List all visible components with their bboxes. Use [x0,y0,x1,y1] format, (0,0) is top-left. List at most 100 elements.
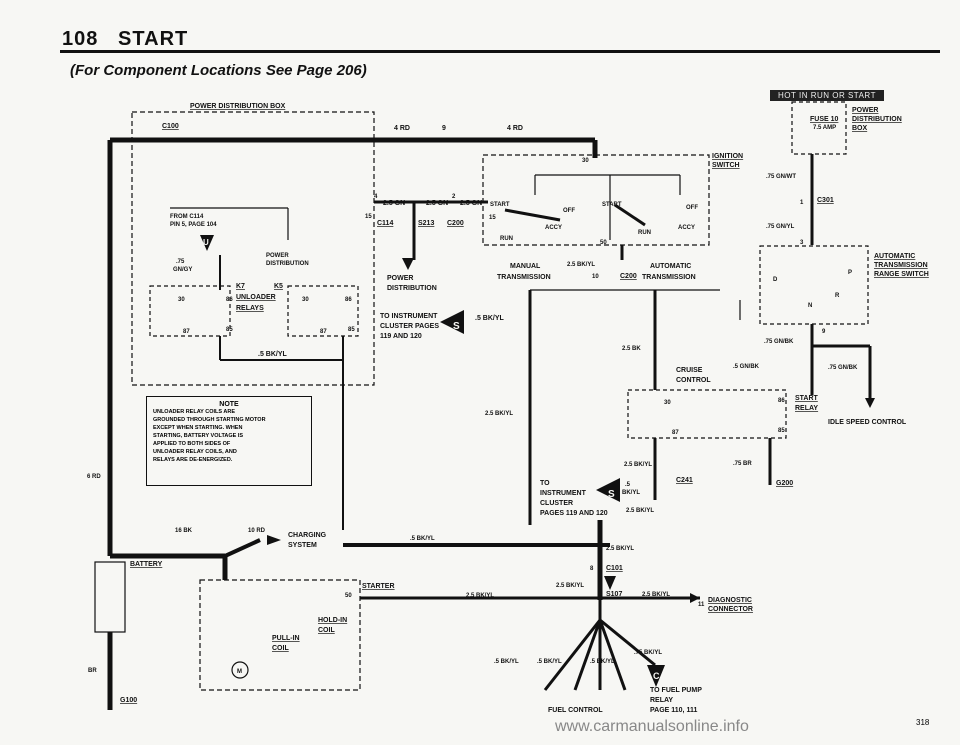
label-cruise: CRUISE [676,367,703,374]
label-gngy: GN/GY [173,267,192,273]
label-transmission-auto: TRANSMISSION [642,274,696,281]
label-s107: S107 [606,591,622,598]
pin-30a: 30 [178,297,185,303]
note-line: EXCEPT WHEN STARTING. WHEN [153,425,243,431]
label-page-110: PAGE 110, 111 [650,707,697,714]
label-control: CONTROL [676,377,711,384]
pin-85c: 85 [778,428,785,434]
label-5bkyl: .5 BK/YL [475,315,505,322]
pin-3: 3 [800,240,804,246]
label-off-right: OFF [686,205,698,211]
label-to-fuel-pump: TO FUEL PUMP [650,687,702,694]
pos-n: N [808,303,812,309]
label-from-c114: FROM C114 [170,214,204,220]
battery-symbol [94,561,126,633]
label-5gnbk: .5 GN/BK [733,364,760,370]
arrow-u-c114 [200,235,214,251]
label-25bkyl-c241: 2.5 BK/YL [626,508,654,514]
label-c200: C200 [447,220,464,227]
page-header [0,0,960,58]
pin-85b: 85 [348,327,355,333]
label-idle-speed: IDLE SPEED CONTROL [828,419,907,426]
label-c241: C241 [676,477,693,484]
label-transmission-manual: TRANSMISSION [497,274,551,281]
label-25bkyl-manual: 2.5 BK/YL [567,262,595,268]
label-start-left: START [490,202,510,208]
label-power-right: POWER [852,107,878,114]
pos-r: R [835,293,840,299]
pin-86b: 86 [345,297,352,303]
page-reference: 318 [916,718,930,727]
label-75gnwt: .75 GN/WT [766,174,796,180]
label-k7: K7 [236,283,245,290]
label-75br: .75 BR [733,461,752,467]
label-75: .75 [176,259,185,265]
label-automatic-right: AUTOMATIC [874,253,915,260]
label-box-right: BOX [852,125,868,132]
label-pull-in: PULL-IN [272,635,300,642]
label-25bkyl-c101: 2.5 BK/YL [556,583,584,589]
label-25gn-b: 2.5 GN [426,200,448,207]
pin-15-ign: 15 [489,215,496,221]
label-range-switch: RANGE SWITCH [874,271,929,278]
label-25gn-c: 2.5 GN [460,200,482,207]
label-bkyl-b: BK/YL [622,490,640,496]
label-75amp: 7.5 AMP [813,125,836,131]
note-line: UNLOADER RELAY COILS ARE [153,409,236,415]
label-c114: C114 [377,220,393,227]
pos-p: P [848,270,852,276]
label-5: .5 [625,482,631,488]
label-5bkyl-f1: .5 BK/YL [494,659,519,665]
arrow-s-cluster [596,478,620,502]
label-battery: BATTERY [130,561,163,568]
label-system: SYSTEM [288,542,317,549]
label-pin-page: PIN 5, PAGE 104 [170,222,217,228]
label-75gnyl: .75 GN/YL [766,224,795,230]
pin-87a: 87 [183,329,190,335]
label-25bkyl-left: 2.5 BK/YL [485,411,513,417]
label-25bkyl-dc: 2.5 BK/YL [642,592,670,598]
starter-outline [199,579,361,691]
label-g200: G200 [776,480,793,487]
label-start-right: START [602,202,622,208]
pin-9r: 9 [822,329,826,335]
label-c100: C100 [162,123,179,130]
label-run-right: RUN [638,230,651,236]
label-transmission-right: TRANSMISSION [874,262,928,269]
label-to-instrument: TO INSTRUMENT [380,313,438,320]
starter-motor-symbol [231,661,249,679]
power-distribution-box-right [791,101,847,155]
pin-30-ign: 30 [582,158,589,164]
label-5bkyl-bottom: .5 BK/YL [410,536,435,542]
label-75gnbk-a: .75 GN/BK [764,339,794,345]
label-off-left: OFF [563,208,575,214]
note-title: NOTE [219,401,239,408]
watermark: www.carmanualsonline.info [555,718,749,735]
page-title: 108 START [62,28,189,50]
note-line: RELAYS ARE DE-ENERGIZED. [153,457,233,463]
label-5bkyl-f3: .5 BK/YL [590,659,615,665]
label-25bkyl-starter: 2.5 BK/YL [466,593,494,599]
label-fuse10: FUSE 10 [810,116,839,123]
label-cluster: CLUSTER [540,500,573,507]
note-line: APPLIED TO BOTH SIDES OF [153,441,231,447]
label-c301: C301 [817,197,834,204]
label-start-relay: START [795,395,819,402]
label-distribution: DISTRIBUTION [387,285,437,292]
label-coil-b: COIL [272,645,289,652]
label-pin9: 9 [442,125,446,132]
label-power-inner: POWER [266,253,289,259]
note-line: GROUNDED THROUGH STARTING MOTOR [153,417,266,423]
label-hold-in: HOLD-IN [318,617,347,624]
label-s213: S213 [418,220,434,227]
pin-50s: 50 [345,593,352,599]
label-ignition: IGNITION [712,153,743,160]
label-br: BR [88,668,97,674]
label-starter: STARTER [362,583,395,590]
label-cluster-pages: CLUSTER PAGES [380,323,439,330]
label-accy-right: ACCY [678,225,695,231]
label-distribution-right: DISTRIBUTION [852,116,902,123]
pin-87b: 87 [320,329,327,335]
relay-k7-outline [149,285,231,337]
